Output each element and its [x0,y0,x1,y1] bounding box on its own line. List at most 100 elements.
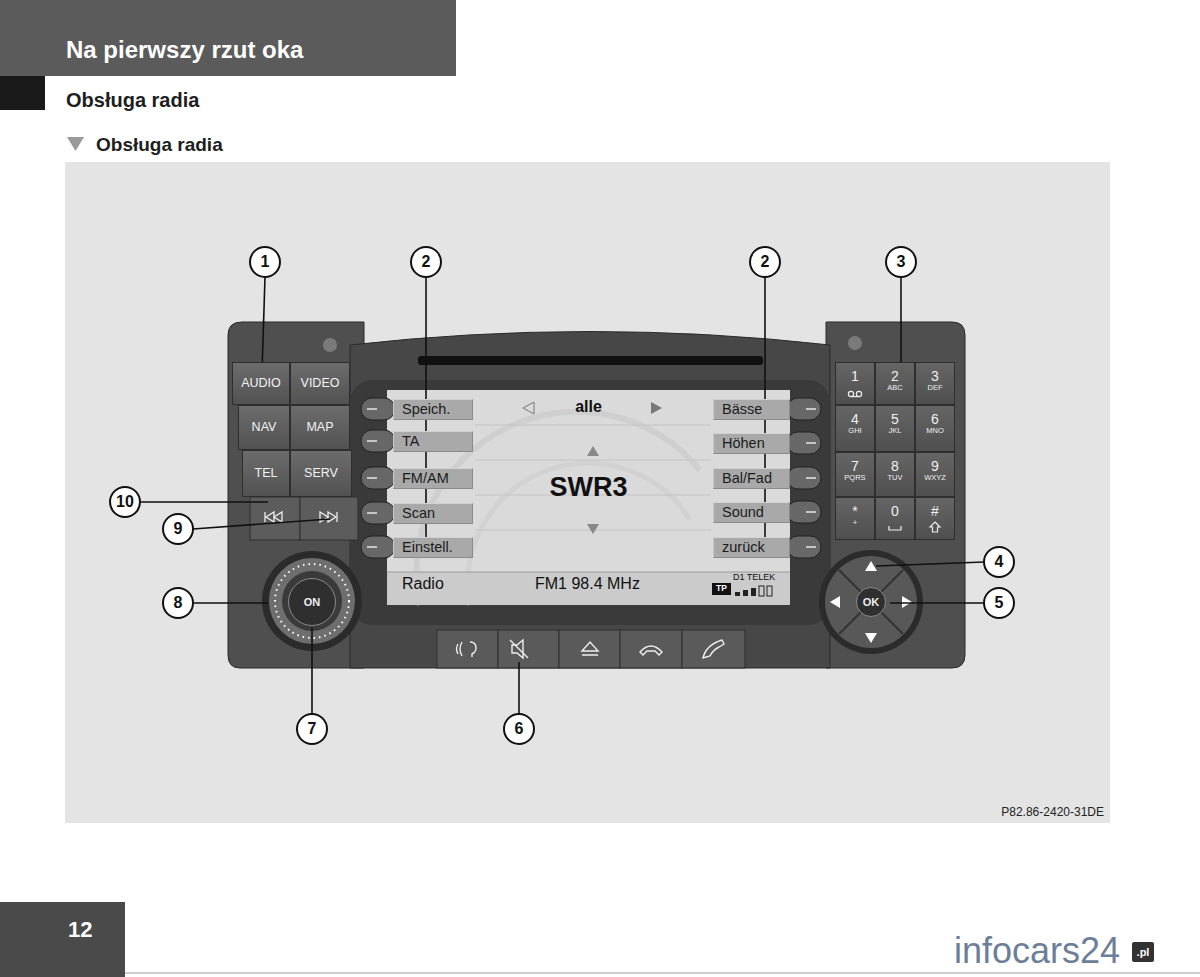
pad-divider [839,570,903,634]
key-digit: 7 [851,459,859,474]
dash [367,546,377,548]
left-panel [228,322,364,668]
key-letters: JKL [889,427,902,435]
dash [367,440,377,442]
tel-button: TEL [242,450,290,497]
softkey-cap [787,501,821,523]
callout-number: 6 [504,714,534,744]
audio-button: AUDIO [232,362,290,405]
button-label: TA [402,434,419,450]
signal-bar [767,586,772,596]
call-icon [703,640,724,658]
button-label: Bässe [722,402,762,418]
display-screen: alleSWR3RadioFM1 98.4 MHzD1 TELEKSpeich.… [387,390,790,605]
keypad-key: 9WXYZ [915,452,955,497]
leader-line [140,501,268,503]
pad-divider [839,570,903,634]
callout-number: 5 [984,588,1014,618]
softkey-label: Sound [713,502,790,523]
callout-circle [110,487,140,517]
softkey-cap [361,536,395,558]
callout-number: 7 [297,714,327,744]
right-arrow [651,402,662,414]
mute-button [498,630,559,668]
callout-number: 2 [411,247,441,277]
leader-line [890,602,984,604]
signal-bar [759,586,764,596]
softkey-cap [361,467,395,489]
softkey-label: FM/AM [393,468,473,489]
watermark-box [1132,942,1154,962]
keypad-key: 3DEF [915,362,955,405]
page-number-block [0,902,125,977]
page-title: Na pierwszy rzut oka [66,36,303,64]
skip-bar [336,512,337,522]
button-label: Sound [722,505,764,521]
key-letters: GHI [848,427,861,435]
dash [806,511,816,513]
network-name: D1 TELEK [733,572,775,582]
callout-number: 8 [163,588,193,618]
signal-bars [735,586,772,596]
callout-number: 3 [886,247,916,277]
skip-triangle [328,512,336,522]
dash [367,477,377,479]
cd-slot [418,356,763,365]
voice-button [437,630,498,668]
subsection-heading: Obsługa radia [96,134,223,156]
key-letters: MNO [926,427,944,435]
watermark: infocars24 [954,930,1120,972]
button-label: SERV [304,467,338,481]
button-label: NAV [252,421,277,435]
footer-rule [125,973,1200,974]
status-bar [387,572,790,605]
on-button: ON [288,578,336,626]
button-label: Scan [402,506,435,522]
button-label: TP [716,584,727,593]
signal-bar [751,588,756,596]
previous-button [250,497,300,540]
key-letters: TUV [888,474,903,482]
softkey-cap [787,467,821,489]
key-digit: 6 [931,412,939,427]
keypad-key: 1 [835,362,875,405]
button-label: MAP [306,421,333,435]
left-arrow [523,402,534,414]
key-digit: 9 [931,459,939,474]
pad-left [830,596,840,608]
heading-triangle [67,137,84,151]
screen-row-line [475,460,711,461]
key-letters: DEF [928,384,943,392]
softkey-caps [361,398,821,558]
softkey-label: Einstell. [393,537,473,558]
ok-button: OK [856,587,886,617]
softkey-label: Scan [393,503,473,524]
leader-line [193,519,330,529]
leader-line [311,628,313,714]
key-digit: 5 [891,412,899,427]
callout-circle [886,247,916,277]
callout-circle [750,247,780,277]
figure-code: P82.86-2420-31DE [1001,805,1104,819]
callout-circles [110,247,1014,744]
center-housing [350,332,830,669]
keypad-key: 0 [875,497,915,540]
status-rule [387,572,790,573]
tp-indicator: TP [712,583,731,595]
callout-number: 4 [984,547,1014,577]
source-name: Radio [402,575,444,593]
button-label: ON [304,596,321,608]
softkey-label: Höhen [713,433,790,454]
key-letters: + [853,519,857,527]
callout-circle [297,714,327,744]
radio-housing [228,322,965,668]
dash [367,512,377,514]
section-heading: Obsługa radia [66,89,199,112]
pad-up [865,561,877,571]
signal-bar [743,590,748,596]
softkey-cap [787,536,821,558]
end-call-icon [640,646,662,655]
keypad-key: 8TUV [875,452,915,497]
button-label: Einstell. [402,540,453,556]
keypad-key: 4GHI [835,405,875,452]
